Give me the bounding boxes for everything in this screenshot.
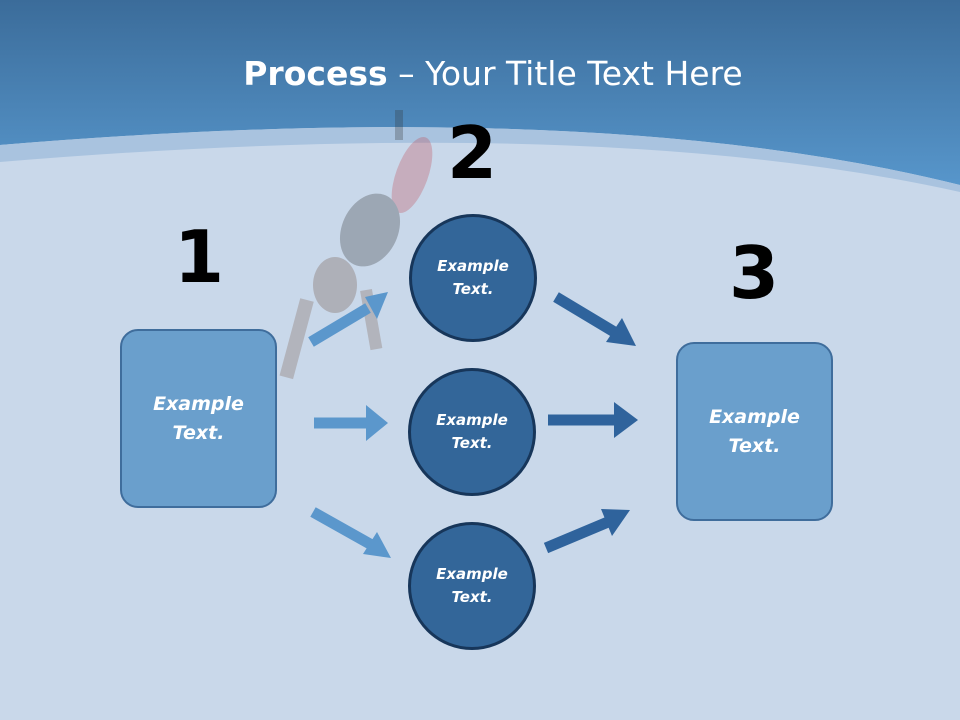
background-figure-image — [279, 110, 433, 380]
step-number-2: 2 — [446, 111, 498, 195]
bottom-circle-text: Example Text. — [436, 565, 508, 606]
slide-title: Process – Your Title Text Here — [0, 52, 960, 96]
arrow-left-to-top — [308, 292, 388, 347]
right-box-text: Example Text. — [709, 405, 800, 457]
top-process-circle: Example Text. — [409, 214, 537, 342]
title-bold: Process — [243, 54, 388, 93]
header-swoosh — [0, 127, 960, 192]
arrow-middle-to-right — [548, 402, 638, 438]
arrow-left-to-bottom — [310, 507, 391, 558]
top-circle-text: Example Text. — [437, 257, 509, 298]
header-band — [0, 0, 960, 185]
step-number-3: 3 — [728, 231, 780, 315]
left-box-text: Example Text. — [153, 392, 244, 444]
middle-process-circle: Example Text. — [408, 368, 536, 496]
middle-circle-text: Example Text. — [436, 411, 508, 452]
arrow-left-to-middle — [314, 405, 388, 441]
left-process-box: Example Text. — [120, 329, 277, 508]
step-number-1: 1 — [173, 215, 225, 299]
arrow-top-to-right — [553, 292, 636, 346]
title-rest: – Your Title Text Here — [387, 54, 743, 93]
right-process-box: Example Text. — [676, 342, 833, 521]
arrow-bottom-to-right — [543, 509, 630, 554]
bottom-process-circle: Example Text. — [408, 522, 536, 650]
